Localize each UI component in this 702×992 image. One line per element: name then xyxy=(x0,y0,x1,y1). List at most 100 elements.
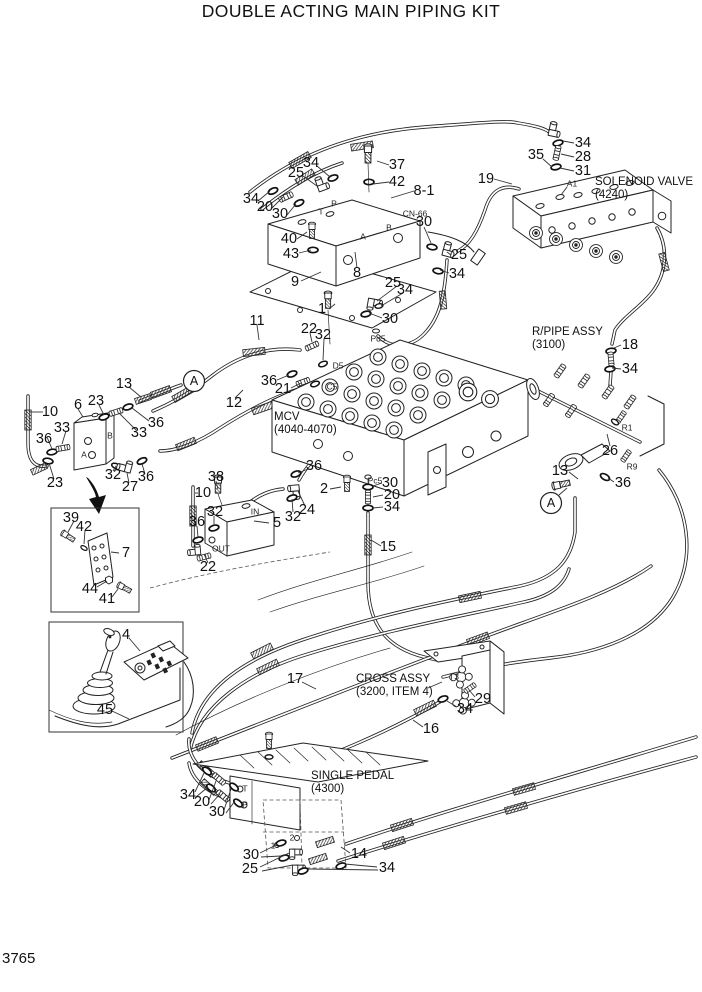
callout-44: 44 xyxy=(82,581,98,597)
bolt-40 xyxy=(307,221,317,239)
callout-41: 41 xyxy=(99,591,115,607)
hose-inner xyxy=(457,186,520,252)
callout-32: 32 xyxy=(105,467,121,483)
leader-line xyxy=(259,852,290,868)
harness-cable xyxy=(165,661,194,728)
detail-marker-circle xyxy=(182,369,206,393)
leader-line xyxy=(48,462,55,480)
callout-36: 36 xyxy=(138,469,154,485)
callout-33: 33 xyxy=(131,425,147,441)
callout-8: 8 xyxy=(353,265,361,281)
leader-line xyxy=(376,160,390,166)
leader-line xyxy=(423,226,432,244)
callout-16: 16 xyxy=(423,721,439,737)
bolt-13 xyxy=(550,478,572,491)
leader-line xyxy=(297,468,309,474)
callout-34: 34 xyxy=(457,701,473,717)
leader-line xyxy=(271,196,284,209)
leader-line xyxy=(380,292,404,307)
port-label-2: 2 xyxy=(290,832,295,842)
callout-6: 6 xyxy=(74,397,82,413)
callout-17: 17 xyxy=(287,671,303,687)
block6-left-fittings xyxy=(41,443,71,466)
callout-38: 38 xyxy=(208,469,224,485)
callout-27: 27 xyxy=(122,479,138,495)
detail-marker-circle xyxy=(539,491,563,515)
detail-markers: AA xyxy=(182,369,563,515)
leader-line xyxy=(376,285,398,302)
leader-line xyxy=(208,780,217,801)
port-label-A: A xyxy=(81,449,87,459)
pedal-bottom-fittings xyxy=(274,838,348,876)
detail-marker-letter: A xyxy=(190,374,199,388)
leader-line xyxy=(98,404,105,416)
leader-line xyxy=(372,181,390,185)
leader-lines xyxy=(31,140,622,872)
callout-5: 5 xyxy=(273,515,281,531)
leader-line xyxy=(390,190,415,199)
leader-line xyxy=(257,190,271,202)
assembly-label: (4300) xyxy=(311,783,344,795)
pilot-valve-block xyxy=(249,143,486,329)
leader-line xyxy=(131,407,150,422)
callout-1: 1 xyxy=(318,301,326,317)
leader-line xyxy=(493,178,513,185)
callout-34: 34 xyxy=(575,135,591,151)
leader-line xyxy=(309,332,313,343)
leader-line xyxy=(562,140,575,144)
callout-34: 34 xyxy=(303,155,319,171)
callout-4: 4 xyxy=(122,627,130,643)
leader-line xyxy=(126,472,130,484)
callout-30: 30 xyxy=(382,311,398,327)
leader-line xyxy=(559,167,575,172)
leader-line xyxy=(344,863,378,868)
callout-13: 13 xyxy=(116,376,132,392)
callout-10: 10 xyxy=(195,485,211,501)
leader-line xyxy=(96,580,108,588)
switch-panel xyxy=(123,641,189,681)
leader-line xyxy=(111,710,130,720)
leader-line xyxy=(301,681,317,690)
leader-line xyxy=(328,303,336,310)
hose-inner xyxy=(171,565,652,759)
hose-inner xyxy=(189,568,570,751)
port-label-P: P xyxy=(331,198,337,208)
assembly-label: SOLENOID VALVE xyxy=(595,176,693,188)
callout-36: 36 xyxy=(148,415,164,431)
callout-36: 36 xyxy=(36,431,52,447)
port-label-R1: R1 xyxy=(622,422,633,432)
solenoid-inlet-fittings xyxy=(547,120,565,172)
port-label-T: T xyxy=(318,206,323,216)
callout-34: 34 xyxy=(449,266,465,282)
detail-arrow xyxy=(86,477,106,514)
leader-line xyxy=(370,539,382,547)
left-port-block xyxy=(41,402,149,514)
assembly-label: (3100) xyxy=(532,339,565,351)
leader-line xyxy=(261,864,294,872)
callout-30: 30 xyxy=(416,214,432,230)
callout-32: 32 xyxy=(315,327,331,343)
hose-inner xyxy=(152,348,301,412)
leader-line xyxy=(297,490,306,507)
port-label-Pd5: Pd5 xyxy=(370,333,385,343)
hose-inner xyxy=(367,512,438,661)
callout-30: 30 xyxy=(209,804,225,820)
leader-line xyxy=(260,855,282,858)
leader-line xyxy=(446,251,452,256)
callout-25: 25 xyxy=(385,275,401,291)
leader-line xyxy=(542,158,553,168)
mount-plate-detail-box xyxy=(50,507,140,613)
hose-inner xyxy=(611,227,666,345)
callout-25: 25 xyxy=(242,861,258,877)
leader-line xyxy=(307,868,379,871)
port-label-B: B xyxy=(107,430,113,440)
leader-line xyxy=(300,271,322,282)
elbow-24-fittings xyxy=(285,468,303,504)
callout-33: 33 xyxy=(54,420,70,436)
detail-marker-letter: A xyxy=(547,496,556,510)
joystick-grip xyxy=(103,628,121,652)
single-pedal xyxy=(192,731,429,876)
port-label-C5: C5 xyxy=(327,381,338,391)
leader-line xyxy=(286,203,297,216)
